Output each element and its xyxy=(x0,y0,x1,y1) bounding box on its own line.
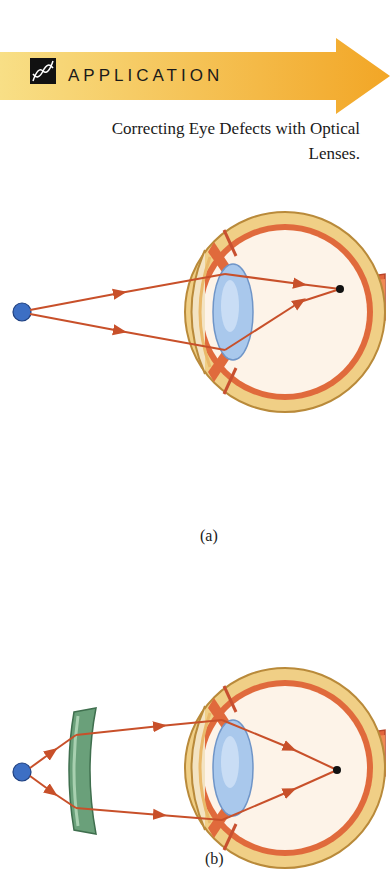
subtitle: Correcting Eye Defects with Optical Lens… xyxy=(110,116,360,166)
icon-box xyxy=(30,58,56,84)
banner-arrow-shape xyxy=(0,38,390,114)
dna-icon xyxy=(33,61,53,81)
banner-arrow: APPLICATION xyxy=(0,36,392,116)
figure-label: (b) xyxy=(205,850,224,868)
figure-label: (a) xyxy=(200,527,218,545)
banner-label: APPLICATION xyxy=(68,66,223,86)
